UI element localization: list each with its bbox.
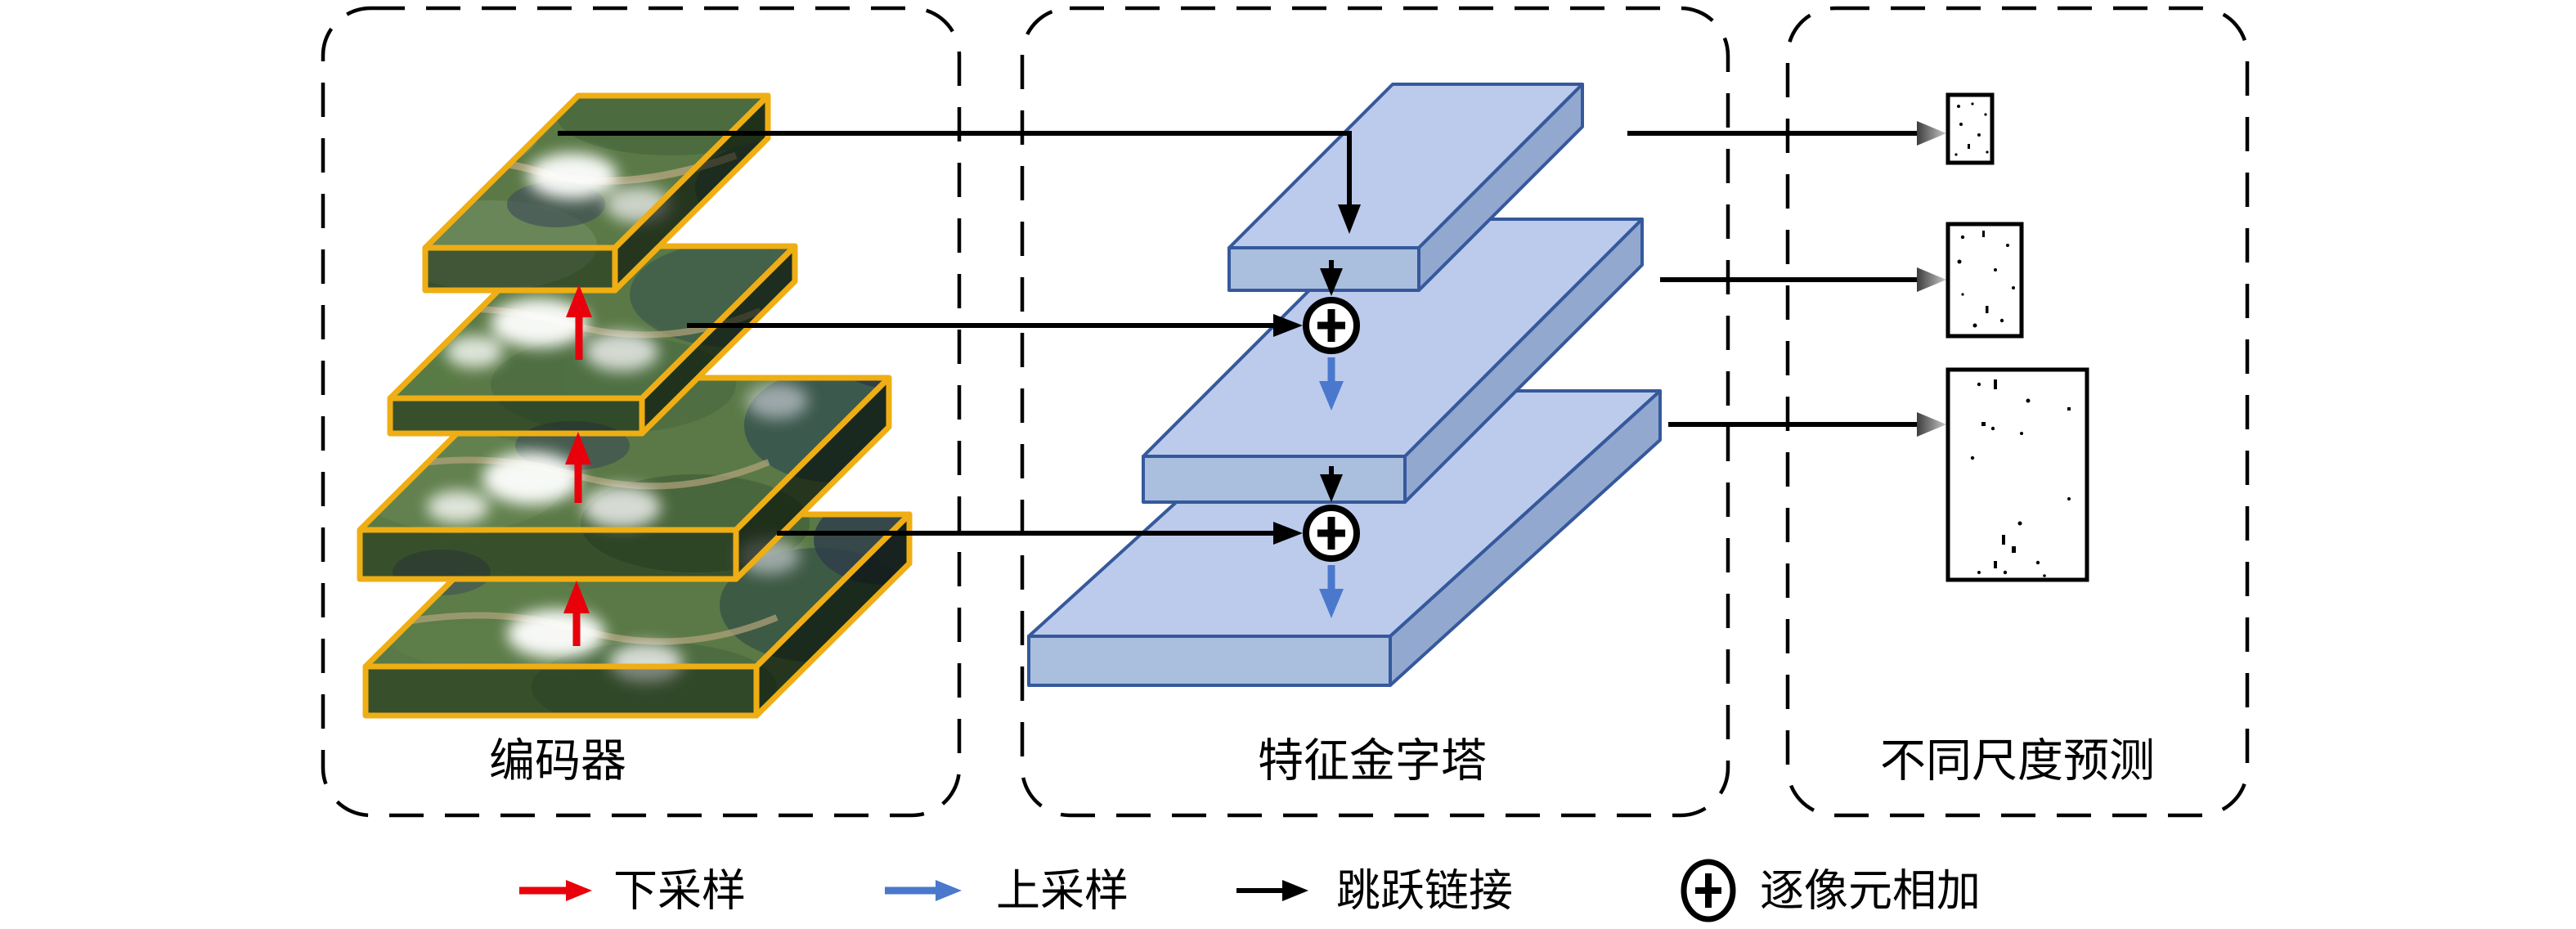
legend-downsample-label: 下采样 [613,865,746,917]
downsample-arrow-1 [566,285,592,360]
circled-plus-icon [1681,859,1736,922]
prediction-box [1785,6,2250,818]
merge-arrow-1 [1320,260,1343,296]
upsample-arrow-2 [1319,565,1344,618]
feature-pyramid-box [1020,6,1730,818]
skip-connection-1 [558,131,1361,234]
output-arrow-3 [1668,412,1946,437]
skip-connection-2 [687,314,1303,337]
legend: 下采样 上采样 跳跃链接 逐像元相加 [519,859,1981,922]
encoder-layer-3 [357,375,892,582]
prediction-label: 不同尺度预测 [1880,735,2155,788]
legend-skip-label: 跳跃链接 [1336,865,1513,917]
black-arrow-icon [1236,880,1308,901]
blue-arrow-icon [885,880,962,901]
add-node-2 [1303,505,1360,562]
prediction-map-3 [1945,367,2089,582]
encoder-box [321,6,962,818]
legend-pixelwise-add-label: 逐像元相加 [1760,865,1981,917]
encoder-label: 编码器 [489,735,626,788]
skip-connection-3 [777,522,1303,545]
encoder-layer-1 [422,92,771,294]
add-node-1 [1303,297,1360,354]
legend-upsample-label: 上采样 [996,865,1129,917]
feature-pyramid-label: 特征金字塔 [1258,735,1487,788]
prediction-map-2 [1945,222,2024,339]
merge-arrow-2 [1320,466,1343,502]
output-arrow-2 [1660,267,1946,292]
output-arrow-1 [1627,121,1946,146]
encoder-layer-2 [387,243,798,437]
downsample-arrow-3 [563,581,590,646]
prediction-map-1 [1945,92,1995,165]
upsample-arrow-1 [1319,357,1344,411]
downsample-arrow-2 [565,432,591,503]
red-arrow-icon [519,880,592,901]
pyramid-level-2 [1142,218,1644,504]
